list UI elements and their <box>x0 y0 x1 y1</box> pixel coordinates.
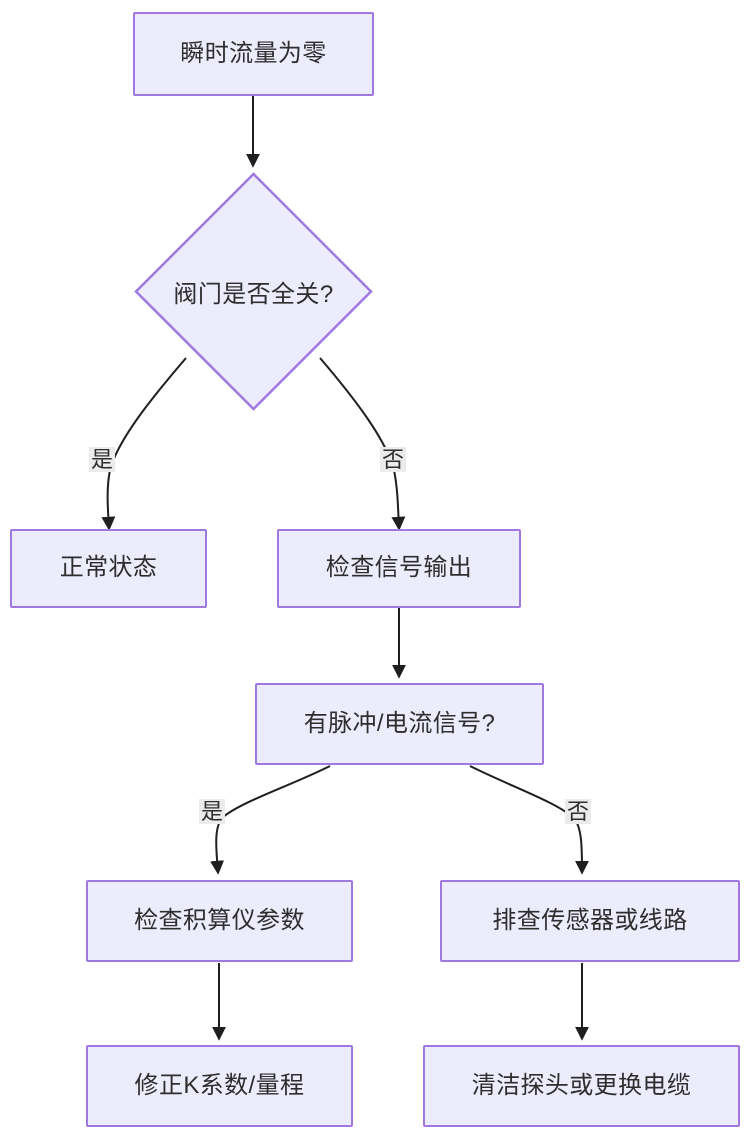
edge-label-yes-valve: 是 <box>89 447 116 473</box>
node-label: 瞬时流量为零 <box>180 39 327 67</box>
node-label: 检查信号输出 <box>325 554 473 582</box>
node-label: 修正K系数/量程 <box>134 1071 305 1099</box>
node-correct-k-factor-range[interactable]: 修正K系数/量程 <box>86 1045 353 1127</box>
edge-label-no-signal: 否 <box>565 799 592 825</box>
node-valve-fully-closed-decision[interactable]: 阀门是否全关? <box>134 172 373 411</box>
node-clean-probe-or-replace-cable[interactable]: 清洁探头或更换电缆 <box>423 1045 740 1127</box>
node-check-signal-output[interactable]: 检查信号输出 <box>277 529 521 608</box>
node-pulse-or-current-signal-decision[interactable]: 有脉冲/电流信号? <box>255 683 544 765</box>
node-instant-flow-zero[interactable]: 瞬时流量为零 <box>133 12 374 96</box>
node-label: 正常状态 <box>59 554 158 582</box>
node-label: 阀门是否全关? <box>173 281 334 308</box>
diamond-shape <box>134 172 373 411</box>
edge-n5-n6 <box>210 765 331 875</box>
edge-label-yes-signal: 是 <box>199 799 226 825</box>
node-label: 有脉冲/电流信号? <box>303 709 496 737</box>
node-inspect-sensor-or-wiring[interactable]: 排查传感器或线路 <box>440 880 740 962</box>
node-normal-state[interactable]: 正常状态 <box>10 529 207 608</box>
edge-label-no-valve: 否 <box>380 447 407 473</box>
node-label: 清洁探头或更换电缆 <box>471 1071 692 1099</box>
node-label: 检查积算仪参数 <box>134 906 305 934</box>
node-label: 排查传感器或线路 <box>492 906 688 934</box>
node-check-flow-computer-params[interactable]: 检查积算仪参数 <box>86 880 353 962</box>
